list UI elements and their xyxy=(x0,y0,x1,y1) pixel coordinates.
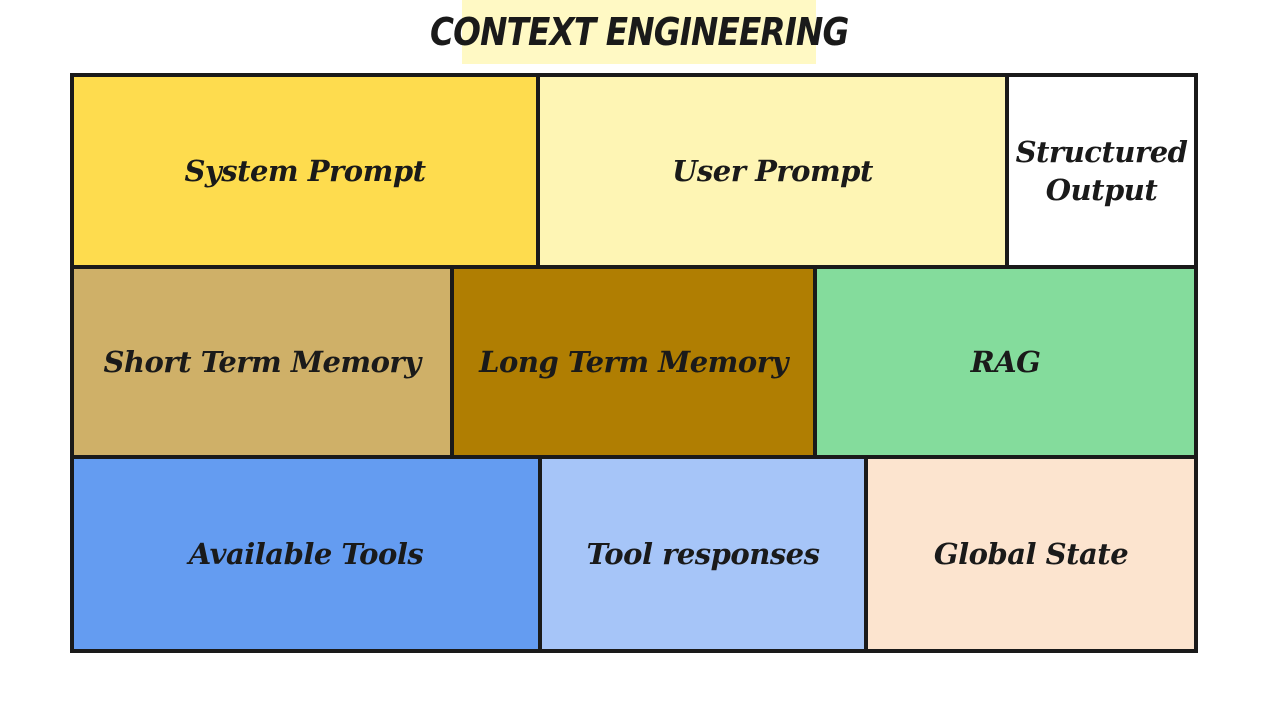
block-label: Available Tools xyxy=(188,537,424,571)
block-label: Long Term Memory xyxy=(479,345,788,379)
block-structured-output: Structured Output xyxy=(1005,73,1198,269)
context-grid: System Prompt User Prompt Structured Out… xyxy=(70,73,1198,653)
block-label: System Prompt xyxy=(184,154,426,188)
block-label: Short Term Memory xyxy=(103,345,421,379)
block-label: Structured Output xyxy=(1015,135,1188,207)
block-label: User Prompt xyxy=(672,154,873,188)
block-tool-responses: Tool responses xyxy=(538,455,868,653)
title-banner: CONTEXT ENGINEERING xyxy=(430,0,849,64)
block-system-prompt: System Prompt xyxy=(70,73,540,269)
block-available-tools: Available Tools xyxy=(70,455,542,653)
block-label: RAG xyxy=(970,345,1041,379)
block-global-state: Global State xyxy=(864,455,1198,653)
block-user-prompt: User Prompt xyxy=(536,73,1009,269)
block-long-term-memory: Long Term Memory xyxy=(450,265,817,459)
block-label: Tool responses xyxy=(586,537,820,571)
block-rag: RAG xyxy=(813,265,1198,459)
block-short-term-memory: Short Term Memory xyxy=(70,265,454,459)
diagram-title: CONTEXT ENGINEERING xyxy=(429,10,849,54)
block-label: Global State xyxy=(933,537,1129,571)
